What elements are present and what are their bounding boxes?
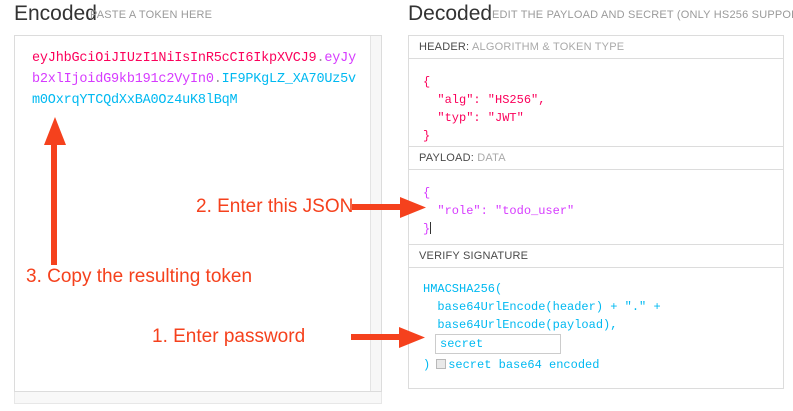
signature-line-3: base64UrlEncode(payload), bbox=[423, 318, 618, 332]
text-caret bbox=[430, 222, 432, 234]
token-header-segment: eyJhbGciOiJIUzI1NiIsInR5cCI6IkpXVCJ9 bbox=[32, 51, 317, 66]
header-section-label-value: ALGORITHM & TOKEN TYPE bbox=[471, 41, 625, 53]
decoded-sections: HEADER: ALGORITHM & TOKEN TYPE { "alg": … bbox=[408, 35, 784, 389]
header-section-label-key: HEADER: bbox=[419, 41, 470, 53]
token-signature-segment: IF9PKgLZ_XA70Uz5vm0OxrqYTCQdXxBA0Oz4uK8l… bbox=[32, 72, 356, 108]
signature-line-2: base64UrlEncode(header) + "." + bbox=[423, 300, 661, 314]
token-dot-separator-2: . bbox=[213, 72, 222, 87]
annotation-step-3-text: 3. Copy the resulting token bbox=[26, 266, 253, 287]
payload-json-text: { "role": "todo_user" } bbox=[423, 186, 575, 236]
encoded-panel-subtitle: PASTE A TOKEN HERE bbox=[90, 9, 213, 21]
annotation-step-1-text: 1. Enter password bbox=[152, 326, 306, 347]
signature-section-label-key: VERIFY SIGNATURE bbox=[419, 250, 529, 262]
token-payload-segment: eyJyb2xlIjoidG9kb191c2VyIn0 bbox=[32, 51, 356, 87]
encoded-vertical-scrollbar[interactable] bbox=[370, 36, 381, 391]
payload-json-editor[interactable]: { "role": "todo_user" } bbox=[409, 170, 783, 245]
annotation-step-1-arrow-icon bbox=[351, 327, 425, 348]
header-section-label: HEADER: ALGORITHM & TOKEN TYPE bbox=[409, 36, 783, 59]
signature-close-paren: ) bbox=[423, 358, 431, 372]
base64-encoded-label: secret base64 encoded bbox=[448, 358, 600, 372]
payload-section-label-key: PAYLOAD: bbox=[419, 152, 474, 164]
signature-line-1: HMACSHA256( bbox=[423, 282, 503, 296]
payload-section-label: PAYLOAD: DATA bbox=[409, 147, 783, 170]
header-json-editor[interactable]: { "alg": "HS256", "typ": "JWT" } bbox=[409, 59, 783, 147]
encoded-panel-title: Encoded bbox=[14, 2, 97, 25]
signature-section-label: VERIFY SIGNATURE bbox=[409, 245, 783, 268]
base64-encoded-checkbox[interactable] bbox=[436, 359, 447, 369]
signature-close-row: ) secret base64 encoded bbox=[423, 358, 599, 372]
decoded-panel-title: Decoded bbox=[408, 2, 493, 25]
annotation-step-2-text: 2. Enter this JSON bbox=[196, 196, 354, 217]
encoded-token-text[interactable]: eyJhbGciOiJIUzI1NiIsInR5cCI6IkpXVCJ9.eyJ… bbox=[32, 48, 360, 111]
secret-input[interactable] bbox=[435, 334, 561, 354]
encoded-horizontal-scrollbar[interactable] bbox=[14, 392, 382, 404]
payload-section-label-value: DATA bbox=[477, 152, 506, 164]
token-dot-separator-1: . bbox=[316, 51, 325, 66]
annotation-step-2-arrow-icon bbox=[352, 197, 426, 218]
annotation-step-3-arrow-icon bbox=[44, 117, 66, 265]
encoded-token-editor[interactable]: eyJhbGciOiJIUzI1NiIsInR5cCI6IkpXVCJ9.eyJ… bbox=[14, 35, 382, 392]
decoded-panel-subtitle: EDIT THE PAYLOAD AND SECRET (ONLY HS256 … bbox=[492, 9, 793, 21]
signature-editor: HMACSHA256( base64UrlEncode(header) + ".… bbox=[409, 268, 783, 388]
